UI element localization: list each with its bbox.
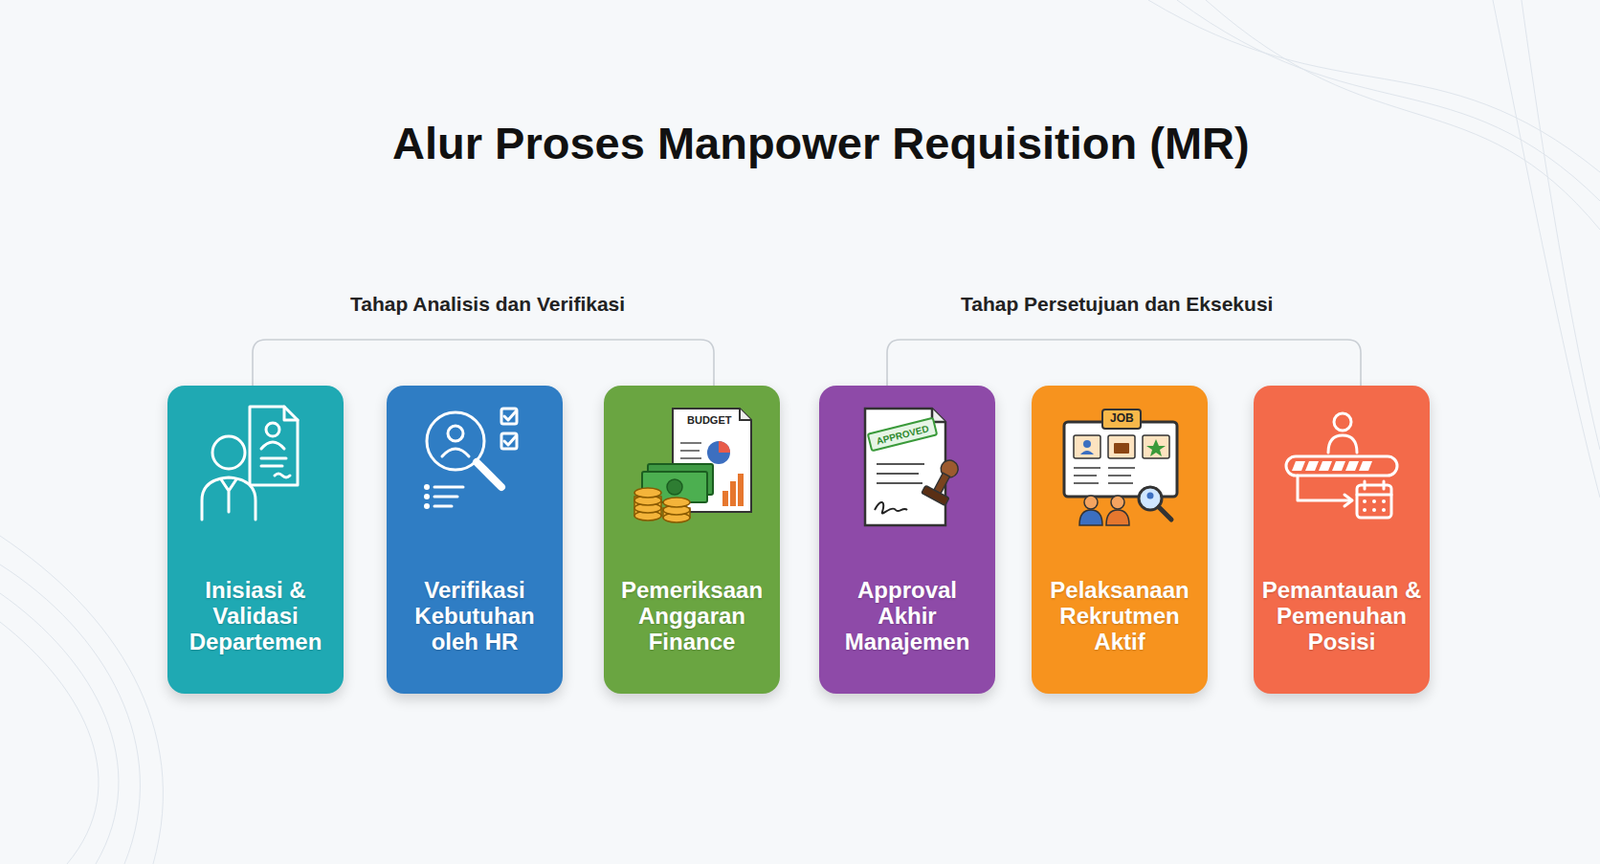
fulfilment-icon	[1253, 385, 1429, 549]
group-bracket	[252, 339, 1361, 386]
job-board-icon	[1031, 385, 1207, 549]
verification-icon	[386, 385, 562, 549]
process-card: Pemeriksaan Anggaran Finance BUDGET	[603, 385, 780, 694]
group-label: Tahap Analisis dan Verifikasi	[350, 291, 625, 316]
process-card: Pemantauan & Pemenuhan Posisi	[1253, 385, 1430, 694]
card-label: Verifikasi Kebutuhan oleh HR	[394, 577, 556, 655]
card-label: Inisiasi & Validasi Departemen	[175, 577, 336, 655]
card-label: Pemeriksaan Anggaran Finance	[611, 577, 773, 655]
applicant-icon	[167, 385, 343, 549]
job-tab-label: JOB	[1110, 412, 1134, 425]
approval-icon	[819, 385, 995, 549]
card-label: Approval Akhir Manajemen	[826, 577, 988, 655]
budget-label: BUDGET	[687, 414, 732, 426]
process-card: Approval Akhir ManajemenAPPROVED	[819, 385, 996, 694]
process-card: Verifikasi Kebutuhan oleh HR	[386, 385, 563, 694]
budget-icon	[603, 385, 779, 549]
group-label: Tahap Persetujuan dan Eksekusi	[960, 291, 1273, 316]
card-label: Pelaksanaan Rekrutmen Aktif	[1039, 577, 1200, 655]
card-label: Pemantauan & Pemenuhan Posisi	[1261, 577, 1423, 655]
diagram-title: Alur Proses Manpower Requisition (MR)	[392, 116, 1250, 171]
process-card: Inisiasi & Validasi Departemen	[167, 385, 344, 694]
process-card: Pelaksanaan Rekrutmen Aktif JOB	[1031, 385, 1208, 694]
